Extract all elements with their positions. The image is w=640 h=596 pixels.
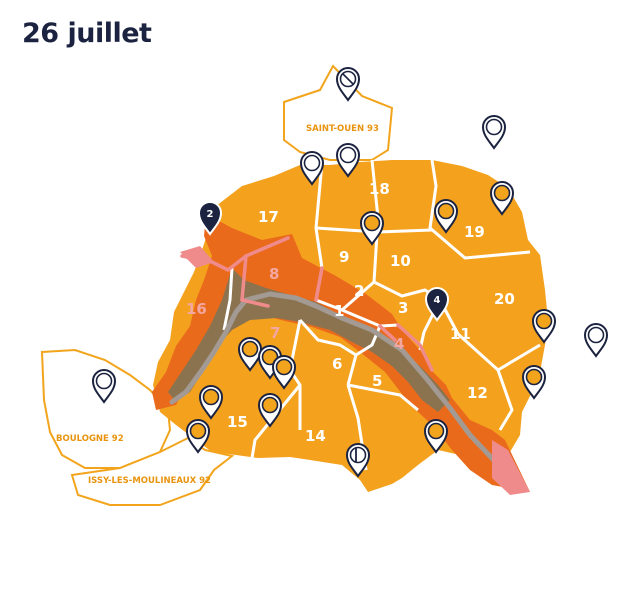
arrondissement-labels: 1 2 3 4 5 6 7 8 9 10 11 12 14 15 16 17 1… <box>186 180 515 445</box>
arrondissement-label: 14 <box>305 427 326 445</box>
east-zone-end <box>492 440 530 495</box>
arrondissement-label: 5 <box>372 372 382 390</box>
commune-label-boulogne: BOULOGNE 92 <box>56 434 124 444</box>
map-pin-icon <box>424 419 448 453</box>
commune-label-saint-ouen: SAINT-OUEN 93 <box>306 124 379 134</box>
seine-river <box>169 291 508 475</box>
page-title: 26 juillet <box>22 18 152 49</box>
map-pin-icon: 4 <box>425 287 449 321</box>
map-pin-icon <box>522 365 546 399</box>
map-pin-icon <box>272 355 296 389</box>
map-pin-icon <box>360 211 384 245</box>
arrondissement-label: 9 <box>339 248 349 266</box>
arrondissement-label: 20 <box>494 290 515 308</box>
arrondissement-label: 7 <box>270 324 280 342</box>
map-pin-icon: 2 <box>198 201 222 235</box>
map-pin-icon <box>258 393 282 427</box>
arrondissement-label: 16 <box>186 300 207 318</box>
pin-number: 4 <box>434 295 441 306</box>
map-pin-icon <box>300 151 324 185</box>
arrondissement-label: 15 <box>227 413 248 431</box>
arrondissement-label: 8 <box>269 265 279 283</box>
map-pin-icon <box>238 337 262 371</box>
arrondissement-label: 2 <box>354 282 364 300</box>
arrondissement-label: 10 <box>390 252 411 270</box>
arrondissement-label: 18 <box>369 180 390 198</box>
arrondissement-label: 19 <box>464 223 485 241</box>
commune-saint-ouen <box>283 64 394 161</box>
arrondissement-label: 11 <box>450 325 471 343</box>
commune-boulogne <box>40 348 172 469</box>
map-pin-icon <box>336 67 360 101</box>
arrondissement-label: 4 <box>394 335 404 353</box>
map-pin-icon <box>434 199 458 233</box>
map-pins: 2 4 <box>92 67 608 477</box>
commune-label-issy: ISSY-LES-MOULINEAUX 92 <box>88 476 211 486</box>
map-pin-icon <box>490 181 514 215</box>
arrondissement-label: 6 <box>332 355 342 373</box>
map-pin-icon <box>584 323 608 357</box>
pin-number: 2 <box>207 209 214 220</box>
map-pin-icon <box>532 309 556 343</box>
west-zone-end <box>180 246 214 268</box>
map-pin-icon <box>186 419 210 453</box>
commune-issy <box>70 436 235 506</box>
map-pin-icon <box>482 115 506 149</box>
map-pin-icon <box>336 143 360 177</box>
map-pin-icon <box>346 443 370 477</box>
map-pin-icon <box>92 369 116 403</box>
arrondissement-label: 12 <box>467 384 488 402</box>
map-pin-icon <box>199 385 223 419</box>
river-corridor <box>168 268 450 412</box>
arrondissement-label: 17 <box>258 208 279 226</box>
arrondissement-label: 1 <box>334 302 344 320</box>
arrondissement-label: 3 <box>398 299 408 317</box>
